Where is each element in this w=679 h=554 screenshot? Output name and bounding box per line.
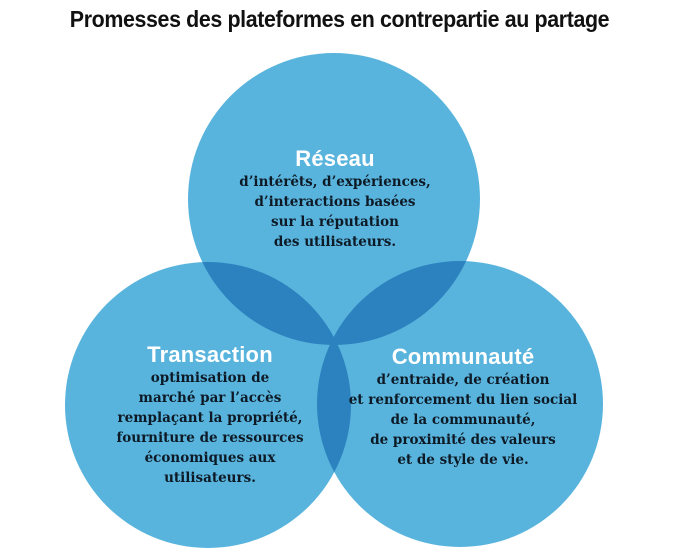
communaute-line: de la communauté, [390, 412, 536, 428]
reseau-text-block: Réseau d’intérêts, d’expériences, d’inte… [215, 146, 455, 252]
page-title: Promesses des plateformes en contreparti… [69, 6, 610, 32]
transaction-heading: Transaction [147, 342, 273, 367]
transaction-line: optimisation de [150, 370, 270, 386]
transaction-line: fourniture de ressources [116, 430, 304, 446]
transaction-line: remplaçant la propriété, [117, 410, 303, 426]
transaction-line: économiques aux [144, 450, 276, 466]
communaute-line: et de style de vie. [397, 452, 529, 468]
reseau-line: d’intérêts, d’expériences, [239, 174, 431, 190]
transaction-line: utilisateurs. [164, 470, 256, 486]
transaction-text-block: Transaction optimisation de marché par l… [90, 342, 330, 488]
communaute-line: et renforcement du lien social [348, 392, 578, 408]
communaute-line: de proximité des valeurs [370, 432, 556, 448]
reseau-line: des utilisateurs. [273, 234, 397, 250]
overlap-reseau-transaction [188, 262, 351, 345]
reseau-heading: Réseau [295, 146, 375, 171]
communaute-text-block: Communauté d’entraide, de création et re… [338, 344, 588, 470]
communaute-line: d’entraide, de création [376, 372, 550, 388]
communaute-heading: Communauté [391, 344, 535, 369]
transaction-line: marché par l’accès [138, 390, 282, 406]
reseau-line: sur la réputation [271, 214, 399, 230]
reseau-line: d’interactions basées [254, 194, 416, 210]
overlap-reseau-communaute [317, 261, 480, 345]
